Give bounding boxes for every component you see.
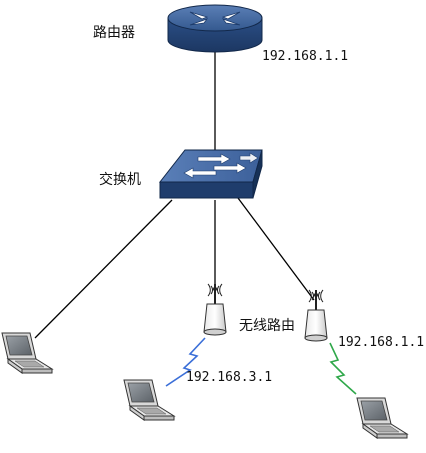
- wireless-router-label: 无线路由: [239, 318, 295, 334]
- laptop-icon: [356, 397, 408, 439]
- router-label: 路由器: [93, 25, 135, 41]
- wireless-link-2: [329, 342, 357, 395]
- switch-laptop1-link: [34, 199, 173, 339]
- wireless-link-1: [165, 337, 206, 387]
- router-icon: [167, 4, 263, 53]
- switch-label: 交换机: [99, 171, 141, 188]
- wireless-ap-icon: [203, 283, 227, 336]
- router-ip-label: 192.168.1.1: [262, 49, 348, 64]
- switch-icon: [158, 149, 263, 199]
- ap1-client-ip-label: 192.168.3.1: [186, 370, 272, 385]
- switch-ap2-link: [237, 197, 315, 301]
- ap2-ip-label: 192.168.1.1: [338, 335, 424, 350]
- wireless-ap-icon: [304, 289, 328, 342]
- laptop-icon: [1, 332, 53, 374]
- links: [34, 52, 315, 339]
